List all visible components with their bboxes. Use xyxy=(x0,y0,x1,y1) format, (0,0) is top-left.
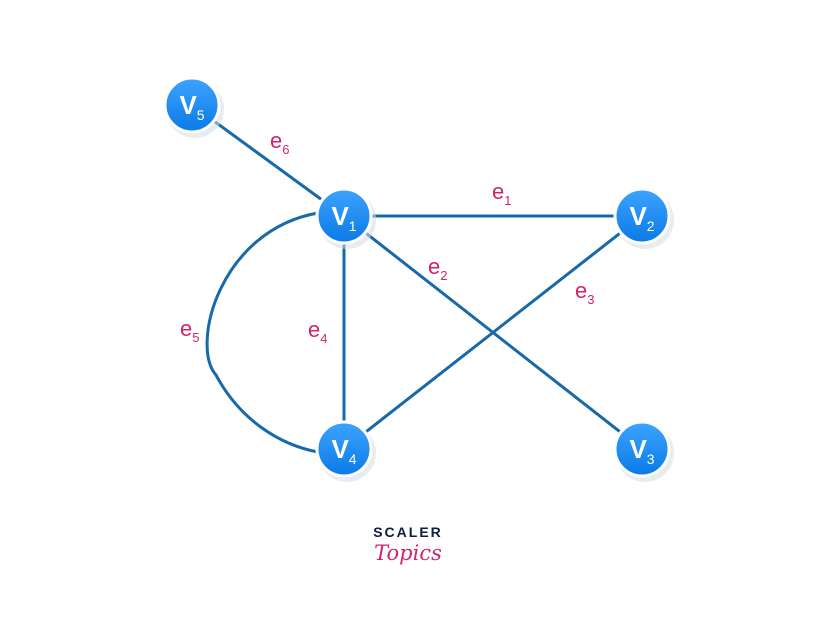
edge-label-e3-sub: 3 xyxy=(587,292,594,307)
node-v1-sub: 1 xyxy=(349,218,357,234)
node-v3-letter: V xyxy=(629,434,647,464)
node-v5-letter: V xyxy=(179,90,197,120)
edge-label-e1-sub: 1 xyxy=(504,193,511,208)
node-v4: V4 xyxy=(315,420,376,482)
node-v2-sub: 2 xyxy=(647,218,655,234)
edge-label-e2: e2 xyxy=(428,254,447,283)
node-v1: V1 xyxy=(315,187,376,249)
edge-label-e6: e6 xyxy=(270,128,289,157)
logo-top-text: SCALER xyxy=(373,524,443,540)
edge-label-e6-sub: 6 xyxy=(282,142,289,157)
node-v1-letter: V xyxy=(331,201,349,231)
node-v3: V3 xyxy=(613,420,674,482)
edge-label-e2-letter: e xyxy=(428,254,440,279)
scaler-topics-logo: SCALER Topics xyxy=(373,524,443,565)
edge-labels-layer: e6 e1 e2 e3 e4 e5 xyxy=(180,128,594,346)
node-v4-sub: 4 xyxy=(349,451,357,467)
edges-layer xyxy=(190,103,644,454)
svg-text:V1: V1 xyxy=(331,201,356,234)
nodes-layer: V5 V1 V2 V4 V3 xyxy=(163,76,674,482)
edge-e5-line xyxy=(205,211,320,454)
node-v2-letter: V xyxy=(629,201,647,231)
edge-label-e5-sub: 5 xyxy=(192,330,199,345)
node-v3-sub: 3 xyxy=(647,451,655,467)
edge-label-e2-sub: 2 xyxy=(440,268,447,283)
node-v2: V2 xyxy=(613,187,674,249)
svg-text:V2: V2 xyxy=(629,201,654,234)
edge-label-e5: e5 xyxy=(180,316,199,345)
svg-text:V4: V4 xyxy=(331,434,356,467)
edge-label-e4-letter: e xyxy=(308,317,320,342)
edge-e3-line xyxy=(342,214,644,451)
node-v5-sub: 5 xyxy=(197,107,205,123)
svg-text:V3: V3 xyxy=(629,434,654,467)
edge-label-e6-letter: e xyxy=(270,128,282,153)
edge-label-e5-letter: e xyxy=(180,316,192,341)
node-v4-letter: V xyxy=(331,434,349,464)
edge-label-e4: e4 xyxy=(308,317,327,346)
svg-text:V5: V5 xyxy=(179,90,204,123)
edge-label-e3: e3 xyxy=(575,278,594,307)
edge-label-e1-letter: e xyxy=(492,179,504,204)
node-v5: V5 xyxy=(163,76,224,138)
edge-label-e4-sub: 4 xyxy=(320,331,327,346)
edge-label-e1: e1 xyxy=(492,179,511,208)
logo-bottom-text: Topics xyxy=(374,541,442,565)
edge-label-e3-letter: e xyxy=(575,278,587,303)
